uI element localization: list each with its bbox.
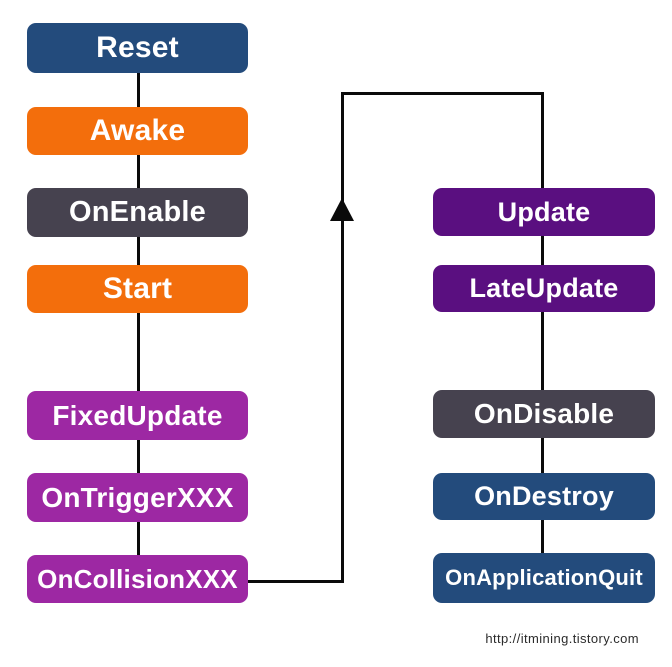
loop-up-arrow-icon xyxy=(330,198,354,221)
loop-return-bottom-line xyxy=(247,580,344,583)
node-awake: Awake xyxy=(27,107,248,155)
node-ontriggerxxx: OnTriggerXXX xyxy=(27,473,248,522)
loop-return-top-line xyxy=(341,92,544,95)
loop-return-vertical-line xyxy=(341,92,344,583)
right-column-connector-line xyxy=(541,92,544,554)
watermark-url: http://itmining.tistory.com xyxy=(485,631,639,646)
node-onenable: OnEnable xyxy=(27,188,248,237)
node-reset: Reset xyxy=(27,23,248,73)
node-start: Start xyxy=(27,265,248,313)
node-ondisable: OnDisable xyxy=(433,390,655,438)
node-ondestroy: OnDestroy xyxy=(433,473,655,520)
node-update: Update xyxy=(433,188,655,236)
node-lateupdate: LateUpdate xyxy=(433,265,655,312)
node-fixedupdate: FixedUpdate xyxy=(27,391,248,440)
node-onapplicationquit: OnApplicationQuit xyxy=(433,553,655,603)
left-column-connector-line xyxy=(137,72,140,556)
node-oncollisionxxx: OnCollisionXXX xyxy=(27,555,248,603)
